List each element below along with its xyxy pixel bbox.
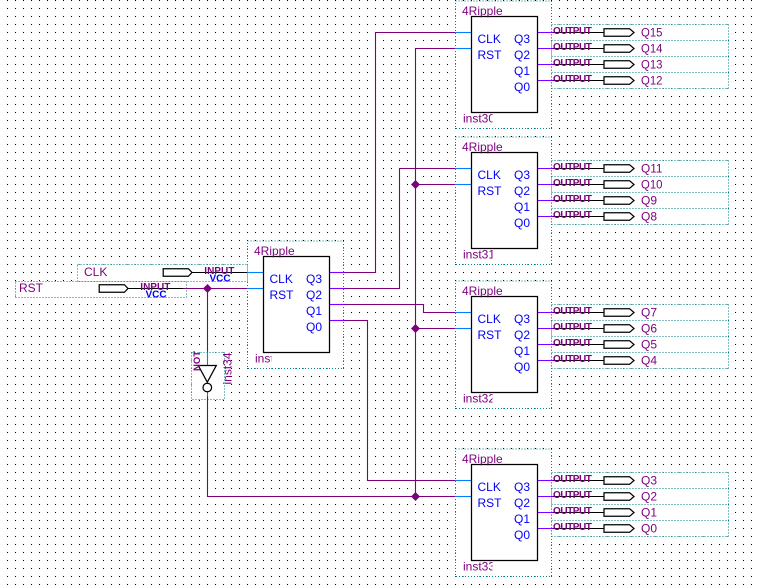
svg-text:Q0: Q0 <box>641 521 657 535</box>
svg-text:Q2: Q2 <box>306 288 322 302</box>
svg-text:Q9: Q9 <box>641 193 657 207</box>
svg-text:Q3: Q3 <box>514 32 530 46</box>
svg-text:Q14: Q14 <box>641 41 663 55</box>
svg-text:Q1: Q1 <box>641 505 657 519</box>
svg-text:inst33: inst33 <box>463 560 495 574</box>
svg-text:Q3: Q3 <box>514 168 530 182</box>
svg-text:RST: RST <box>478 48 503 62</box>
svg-text:OUTPUT: OUTPUT <box>553 522 592 533</box>
svg-text:Q7: Q7 <box>641 305 657 319</box>
svg-text:OUTPUT: OUTPUT <box>553 26 592 37</box>
svg-text:Q0: Q0 <box>514 360 530 374</box>
svg-text:OUTPUT: OUTPUT <box>553 490 592 501</box>
svg-text:Q3: Q3 <box>514 312 530 326</box>
svg-text:Q4: Q4 <box>641 353 657 367</box>
svg-text:Q3: Q3 <box>514 480 530 494</box>
svg-text:Q5: Q5 <box>641 337 657 351</box>
svg-text:CLK: CLK <box>270 272 293 286</box>
svg-text:RST: RST <box>478 496 503 510</box>
svg-text:CLK: CLK <box>478 312 501 326</box>
svg-text:Q11: Q11 <box>641 161 663 175</box>
svg-text:Q8: Q8 <box>641 209 657 223</box>
svg-text:RST: RST <box>478 184 503 198</box>
svg-text:Q15: Q15 <box>641 25 663 39</box>
svg-text:Q1: Q1 <box>514 64 530 78</box>
svg-text:4Ripple: 4Ripple <box>254 244 295 258</box>
svg-text:OUTPUT: OUTPUT <box>553 74 592 85</box>
svg-text:Q0: Q0 <box>514 80 530 94</box>
svg-text:4Ripple: 4Ripple <box>462 4 503 18</box>
svg-text:RST: RST <box>270 288 295 302</box>
svg-text:Q2: Q2 <box>641 489 657 503</box>
svg-text:RST: RST <box>478 328 503 342</box>
svg-text:CLK: CLK <box>84 265 107 279</box>
svg-text:Q0: Q0 <box>514 216 530 230</box>
svg-text:INPUT: INPUT <box>204 266 234 277</box>
svg-text:Q2: Q2 <box>514 184 530 198</box>
svg-text:VCC: VCC <box>210 273 231 284</box>
svg-text:OUTPUT: OUTPUT <box>553 194 592 205</box>
svg-text:OUTPUT: OUTPUT <box>553 474 592 485</box>
svg-text:Q1: Q1 <box>514 200 530 214</box>
svg-text:OUTPUT: OUTPUT <box>553 178 592 189</box>
svg-text:Q6: Q6 <box>641 321 657 335</box>
svg-text:OUTPUT: OUTPUT <box>553 322 592 333</box>
svg-text:OUTPUT: OUTPUT <box>553 58 592 69</box>
svg-text:OUTPUT: OUTPUT <box>553 210 592 221</box>
svg-text:Q1: Q1 <box>514 512 530 526</box>
svg-text:INPUT: INPUT <box>140 282 170 293</box>
svg-text:inst30: inst30 <box>463 112 495 126</box>
svg-text:inst32: inst32 <box>463 392 495 406</box>
svg-text:Q10: Q10 <box>641 177 663 191</box>
svg-text:Q0: Q0 <box>306 320 322 334</box>
svg-text:Q2: Q2 <box>514 48 530 62</box>
svg-text:OUTPUT: OUTPUT <box>553 506 592 517</box>
svg-text:inst34: inst34 <box>221 352 235 384</box>
svg-text:Q13: Q13 <box>641 57 663 71</box>
svg-text:Q1: Q1 <box>306 304 322 318</box>
svg-text:CLK: CLK <box>478 168 501 182</box>
svg-text:VCC: VCC <box>146 289 167 300</box>
svg-text:Q3: Q3 <box>306 272 322 286</box>
svg-text:Q2: Q2 <box>514 328 530 342</box>
svg-text:Q1: Q1 <box>514 344 530 358</box>
svg-text:OUTPUT: OUTPUT <box>553 306 592 317</box>
svg-text:Q2: Q2 <box>514 496 530 510</box>
svg-text:4Ripple: 4Ripple <box>462 452 503 466</box>
svg-text:Q3: Q3 <box>641 473 657 487</box>
svg-text:inst: inst <box>255 352 274 366</box>
svg-text:Q12: Q12 <box>641 73 663 87</box>
svg-text:OUTPUT: OUTPUT <box>553 338 592 349</box>
svg-text:Q0: Q0 <box>514 528 530 542</box>
svg-text:OUTPUT: OUTPUT <box>553 162 592 173</box>
svg-text:4Ripple: 4Ripple <box>462 140 503 154</box>
svg-text:CLK: CLK <box>478 32 501 46</box>
svg-text:inst31: inst31 <box>463 248 495 262</box>
svg-text:RST: RST <box>19 281 44 295</box>
svg-text:4Ripple: 4Ripple <box>462 284 503 298</box>
svg-text:OUTPUT: OUTPUT <box>553 42 592 53</box>
svg-text:NOT: NOT <box>192 351 203 371</box>
svg-text:OUTPUT: OUTPUT <box>553 354 592 365</box>
svg-text:CLK: CLK <box>478 480 501 494</box>
